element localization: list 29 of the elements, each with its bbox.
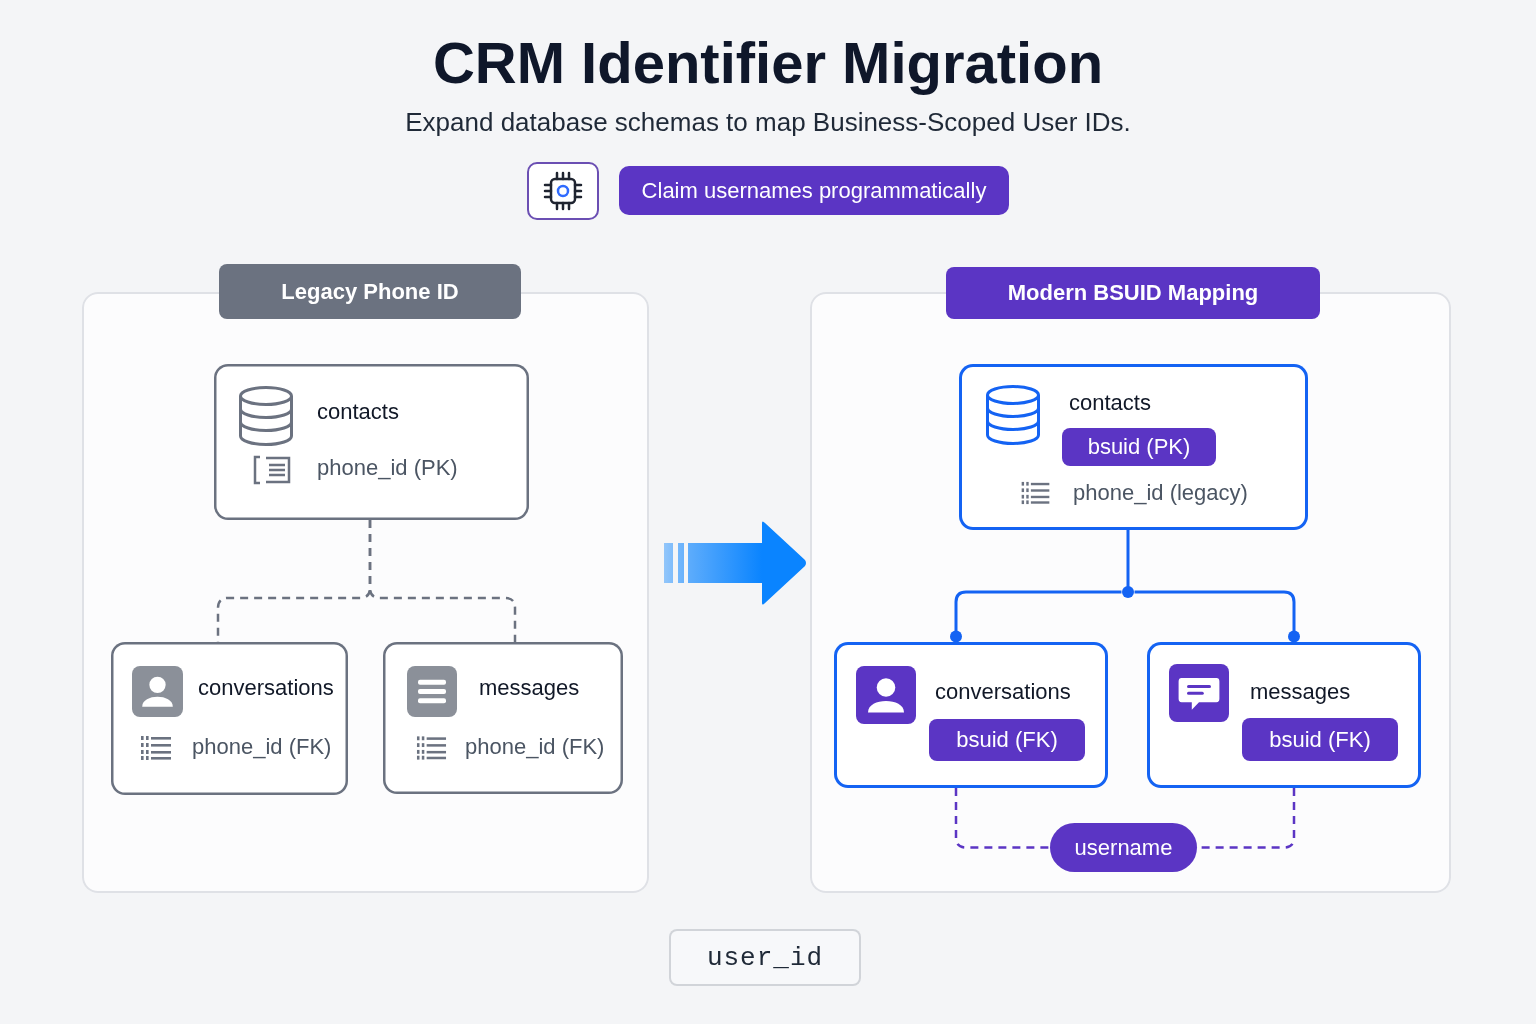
dashed-connector xyxy=(954,788,1050,849)
table-card xyxy=(383,642,623,794)
table-card xyxy=(1147,642,1421,788)
connector xyxy=(1134,590,1300,643)
table-card xyxy=(959,364,1308,530)
panel-header-tab: Modern BSUID Mapping xyxy=(946,267,1320,319)
field-name: phone_id (PK) xyxy=(317,454,458,482)
username-tag: username xyxy=(1050,823,1197,872)
subtitle: Expand database schemas to map Business-Scoped User IDs. xyxy=(405,106,1131,139)
dashed-connector xyxy=(368,520,517,642)
key-tag: bsuid (FK) xyxy=(1242,718,1398,761)
identifier-label: user_id xyxy=(669,929,861,986)
table-name: conversations xyxy=(935,678,1071,706)
table-name: contacts xyxy=(317,398,399,426)
field-name: phone_id (legacy) xyxy=(1073,479,1248,507)
diagram-title: CRM Identifier Migration xyxy=(432,29,1104,97)
table-name: conversations xyxy=(198,674,334,702)
table-card xyxy=(834,642,1108,788)
table-name: messages xyxy=(479,674,580,702)
table-card xyxy=(111,642,348,795)
key-tag: bsuid (FK) xyxy=(929,719,1085,761)
table-card xyxy=(214,364,529,520)
field-name: phone_id (FK) xyxy=(192,733,332,761)
field-name: phone_id (FK) xyxy=(465,733,605,761)
panel-header-tab: Legacy Phone ID xyxy=(219,264,521,319)
key-tag: bsuid (PK) xyxy=(1062,428,1216,466)
table-name: messages xyxy=(1250,678,1351,706)
table-name: contacts xyxy=(1069,389,1151,417)
feature-banner: Claim usernames programmatically xyxy=(619,166,1009,215)
